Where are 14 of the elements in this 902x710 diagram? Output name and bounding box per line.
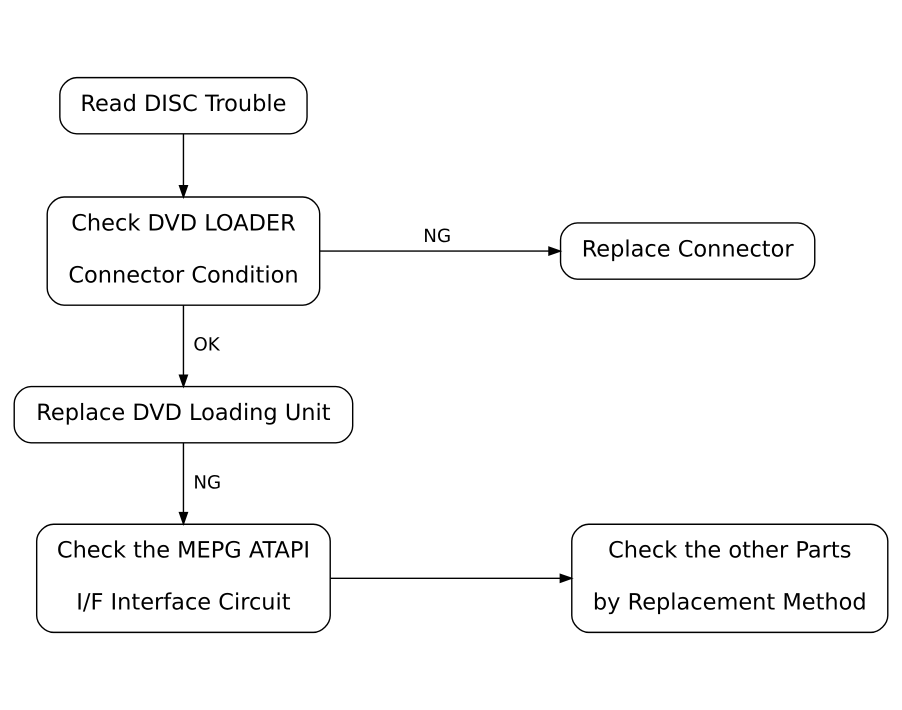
arrow (330, 573, 574, 584)
edge-label: NG (193, 472, 222, 494)
node-box: Replace DVD Loading Unit (14, 386, 354, 444)
node-box: Check the other Parts by Replacement Method (571, 524, 888, 634)
arrow (178, 134, 188, 200)
edge-label: OK (193, 334, 220, 356)
node-box: Check DVD LOADER Connector Condition (46, 196, 320, 306)
arrow (320, 246, 562, 256)
arrow (178, 443, 188, 526)
arrow (178, 306, 188, 389)
node-box: Replace Connector (560, 222, 816, 280)
edge-label: NG (423, 226, 452, 247)
node-box: Read DISC Trouble (59, 76, 308, 134)
node-box: Check the MEPG ATAPI I/F Interface Circuit (36, 524, 331, 634)
